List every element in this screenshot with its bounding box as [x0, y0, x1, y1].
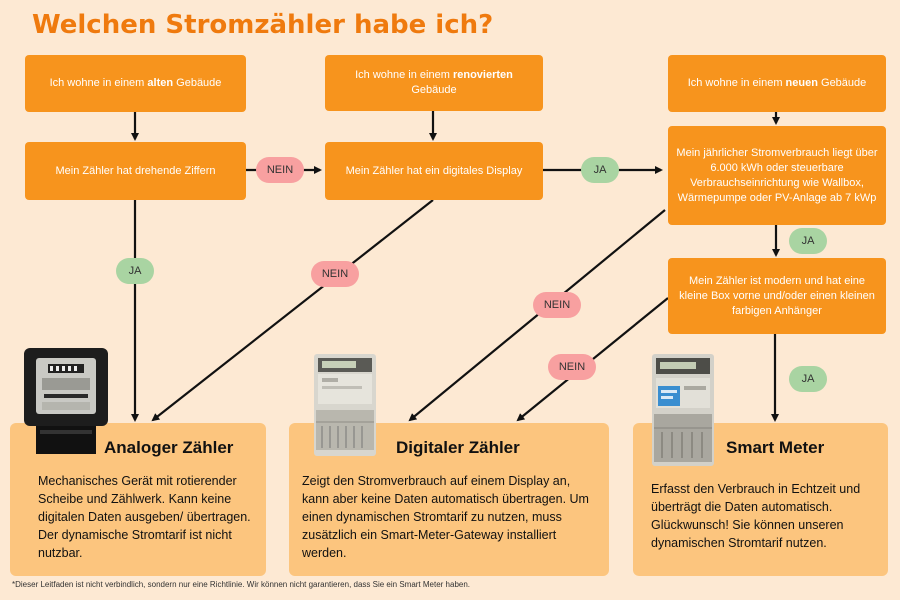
box-digital-display: Mein Zähler hat ein digitales Display [325, 142, 543, 200]
label-yes-consumption: JA [789, 228, 827, 254]
card-analog-text: Mechanisches Gerät mit rotierender Schei… [38, 474, 251, 560]
label-no-rotating: NEIN [256, 157, 304, 183]
box-new-building: Ich wohne in einem neuen Gebäude [668, 55, 886, 112]
label-yes-rotating: JA [116, 258, 154, 284]
card-digital-text: Zeigt den Stromverbrauch auf einem Displ… [302, 474, 589, 560]
page-title: Welchen Stromzähler habe ich? [32, 10, 494, 40]
card-analog-title: Analoger Zähler [104, 438, 234, 457]
label-no-display: NEIN [311, 261, 359, 287]
smart-meter-icon [652, 354, 714, 466]
label-yes-modern: JA [789, 366, 827, 392]
label-no-modern: NEIN [548, 354, 596, 380]
label-no-consumption: NEIN [533, 292, 581, 318]
card-smart-text: Erfasst den Verbrauch in Echtzeit und üb… [651, 482, 861, 550]
arrow-display-to-analog [151, 199, 434, 422]
footnote: *Dieser Leitfaden ist nicht verbindlich,… [12, 580, 471, 589]
box-old-building: Ich wohne in einem alten Gebäude [25, 55, 246, 112]
box-modern-meter: Mein Zähler ist modern und hat eine klei… [668, 258, 886, 334]
digital-meter-icon [314, 354, 376, 456]
label-yes-display: JA [581, 157, 619, 183]
analog-meter-icon [24, 348, 108, 454]
card-digital-title: Digitaler Zähler [396, 438, 520, 457]
box-annual-consumption: Mein jährlicher Stromverbrauch liegt übe… [668, 126, 886, 225]
box-rotating-digits: Mein Zähler hat drehende Ziffern [25, 142, 246, 200]
card-smart-title: Smart Meter [726, 438, 825, 457]
box-renovated-building: Ich wohne in einem renovierten Gebäude [325, 55, 543, 111]
